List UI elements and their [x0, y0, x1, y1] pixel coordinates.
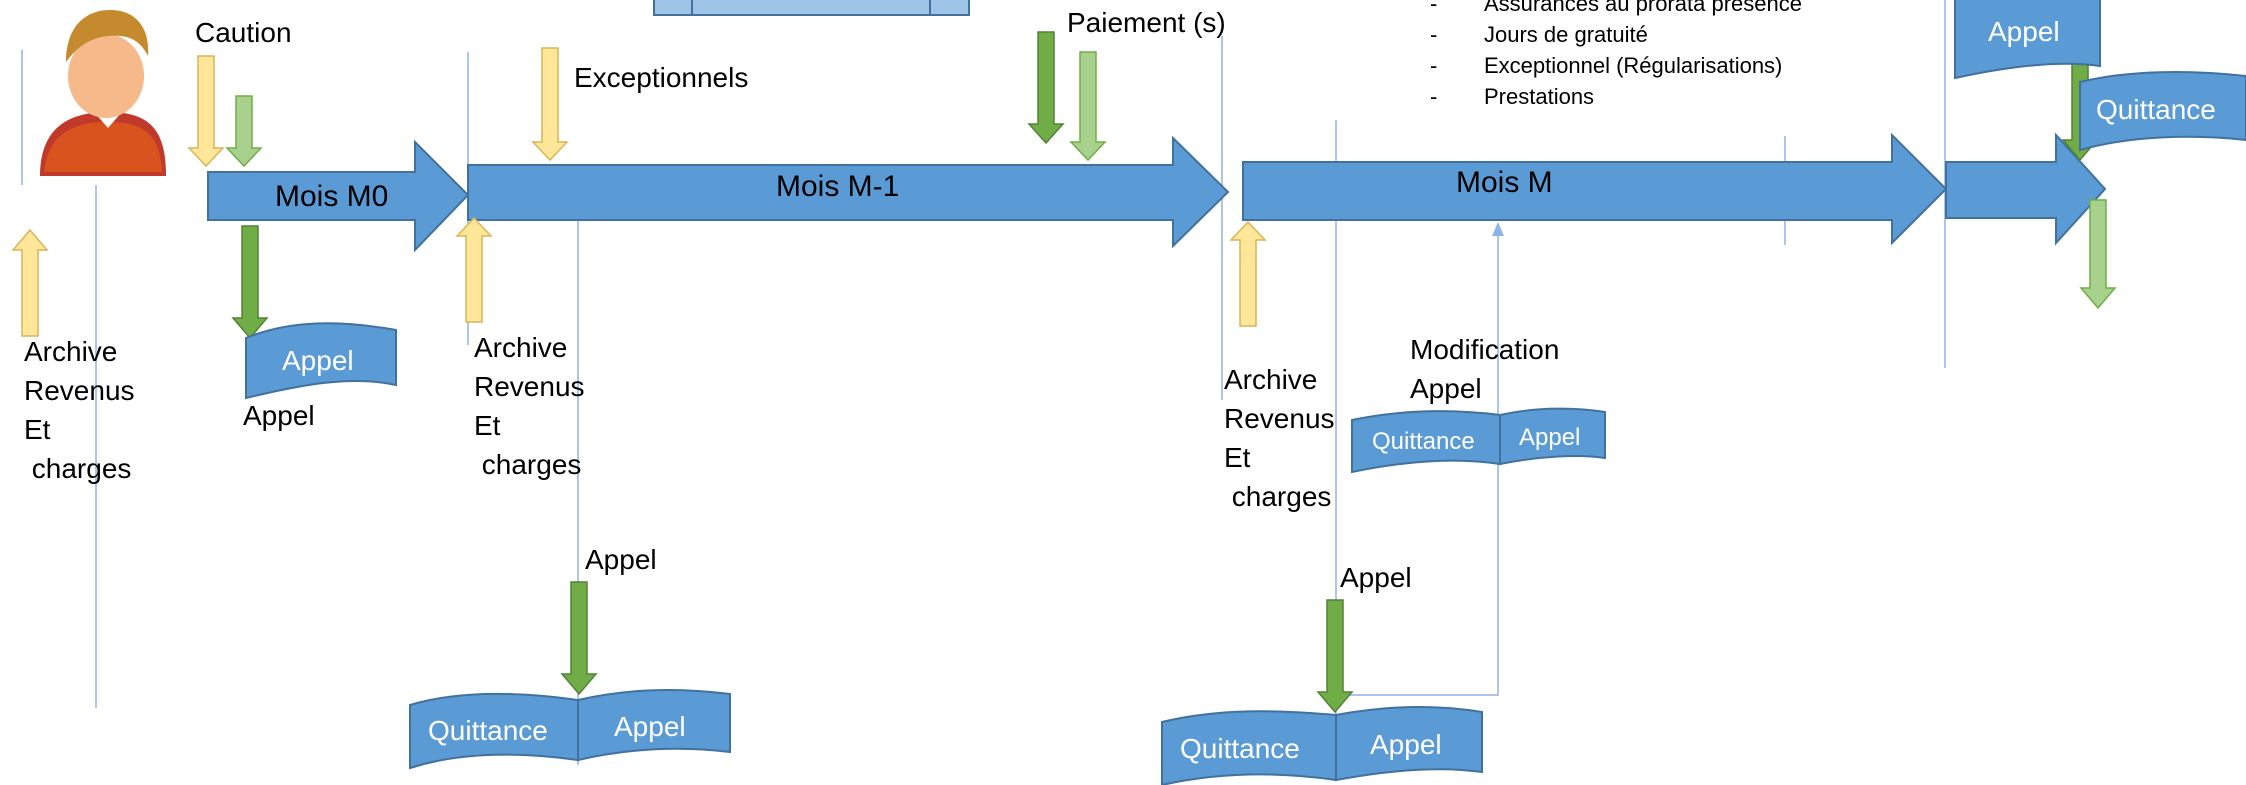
wave-appel-mod — [1499, 407, 1606, 466]
caution-label: Caution — [195, 17, 292, 48]
paiement-light-green-arrow — [1069, 51, 1107, 162]
month-m1-label: Mois M-1 — [776, 170, 900, 203]
bullet-text: Jours de gratuité — [1484, 22, 1648, 47]
m-appel-label: Appel — [1340, 562, 1412, 593]
month-m-label: Mois M — [1456, 166, 1553, 199]
yellow-arrows — [11, 47, 1267, 337]
m0-appel-down-arrow — [231, 225, 269, 340]
m1-appel-label: Appel — [585, 544, 657, 575]
caution-light-green-arrow — [225, 95, 263, 168]
wave-quittance-right-label: Quittance — [2096, 94, 2216, 125]
modification-link-arrowhead — [1492, 222, 1504, 236]
m-appel-down-arrow — [1316, 599, 1354, 714]
wave-appel-mod-label: Appel — [1519, 424, 1581, 451]
month-m-arrow — [1242, 132, 1948, 246]
wave-shapes — [245, 0, 2246, 785]
archive-up-arrow-3 — [1229, 220, 1267, 327]
m0-appel-label: Appel — [243, 400, 315, 431]
archive-up-arrow-2 — [455, 216, 493, 323]
right-light-green-arrow — [2079, 199, 2117, 310]
wave-appel-m1-label: Appel — [614, 711, 686, 742]
guide-lines — [21, 0, 1946, 765]
month-m0-label: Mois M0 — [275, 180, 389, 213]
wave-appel-m1 — [577, 689, 731, 762]
wave-appel-top — [1954, 0, 2101, 80]
wave-appel-m0 — [245, 322, 397, 400]
m1-appel-down-arrow — [560, 581, 598, 696]
bullet-text: Prestations — [1484, 84, 1595, 109]
wave-appel-m0-label: Appel — [282, 345, 354, 376]
exceptionnels-down-arrow — [531, 47, 569, 162]
wave-quittance-m1-label: Quittance — [428, 715, 548, 746]
wave-appel-top-label: Appel — [1988, 16, 2060, 47]
month-m0-arrow — [207, 139, 470, 253]
user-avatar-icon — [40, 10, 166, 176]
month-m1-arrow — [467, 135, 1230, 249]
bullet-text: Assurances au prorata présence — [1484, 0, 1802, 16]
bullet-dash: - — [1430, 22, 1438, 47]
top-box — [653, 0, 970, 16]
wave-appel-m — [1335, 706, 1483, 782]
exceptionnels-label: Exceptionnels — [574, 62, 749, 93]
wave-quittance-m-label: Quittance — [1180, 733, 1300, 764]
archive-label-3: Archive Revenus Et charges — [1224, 364, 1335, 512]
wave-quittance-right — [2079, 71, 2246, 152]
bullet-text: Exceptionnel (Régularisations) — [1484, 53, 1783, 78]
paiement-dark-green-arrow — [1027, 31, 1065, 145]
wave-appel-m-label: Appel — [1370, 729, 1442, 760]
archive-label-2: Archive Revenus Et charges — [474, 332, 585, 480]
bullet-dash: - — [1430, 84, 1438, 109]
paiement-label: Paiement (s) — [1067, 7, 1226, 38]
modification-link-line — [1336, 230, 1499, 696]
wave-quittance-mod-label: Quittance — [1372, 428, 1475, 455]
archive-up-arrow-1 — [11, 228, 49, 337]
bullet-dash: - — [1430, 0, 1438, 16]
caution-down-arrow — [187, 55, 225, 168]
archive-label-1: Archive Revenus Et charges — [24, 336, 135, 484]
month-next-arrow — [1945, 132, 2107, 246]
modification-appel-label: Modification Appel — [1410, 334, 1560, 404]
bullet-dash: - — [1430, 53, 1438, 78]
